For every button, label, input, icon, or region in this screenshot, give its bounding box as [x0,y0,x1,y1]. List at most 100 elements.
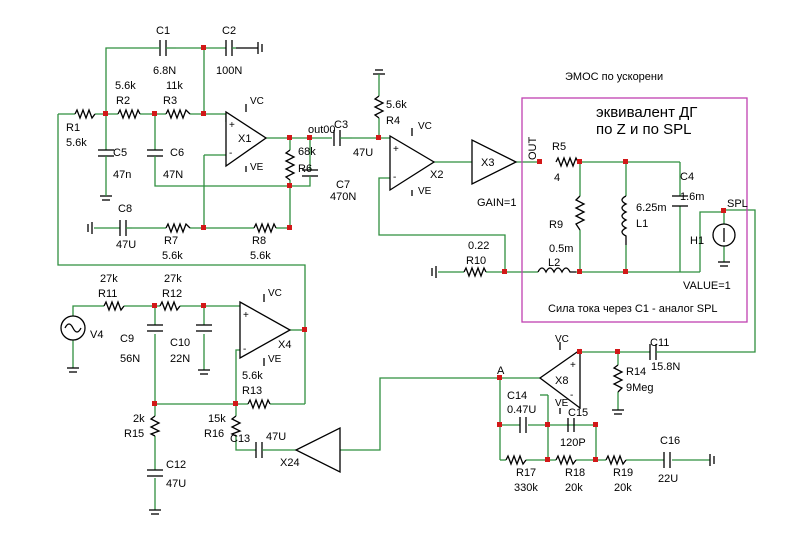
label-R14-value: 9Meg [626,382,654,394]
label-R7-name: R7 [164,235,178,247]
label-R4-value: 5.6k [386,99,407,111]
capacitor-C2-symbol [225,40,236,56]
opamp-X1-symbol [225,110,268,168]
label-R11-value: 27k [100,273,118,285]
resistor-R3-symbol [165,108,191,120]
label-R15-name: R15 [124,428,144,440]
pin-minus: - [243,344,246,355]
label-C6-value: 47N [163,169,183,181]
pin-plus: + [570,360,576,371]
net-out: OUT [527,137,539,161]
ground-symbol [709,454,715,466]
buffer-X24-symbol [294,426,341,474]
ground-symbol [431,266,437,278]
pin-ve: VE [418,186,432,197]
label-R4-name: R4 [386,115,400,127]
label-X24-name: X24 [280,457,300,469]
resistor-R6-symbol [284,149,296,181]
label-R12-name: R12 [162,288,182,300]
resistor-R9-symbol [574,195,586,231]
note-equivalent-line1: эквивалент ДГ [596,104,697,121]
label-X3-value: GAIN=1 [477,197,516,209]
label-R11-name: R11 [98,288,117,300]
resistor-R15-symbol [149,415,161,437]
label-L1-value: 6.25m [636,202,667,214]
label-C11-name: C11 [650,337,669,349]
pin-ve: VE [250,162,264,173]
buffer-X3-symbol [471,138,518,186]
label-R18-name: R18 [565,467,585,479]
resistor-symbols [74,95,627,466]
resistor-R18-symbol [555,454,577,466]
pin-plus: + [393,144,399,155]
resistor-R7-symbol [165,222,191,234]
label-R2-name: R2 [116,95,130,107]
capacitor-C11-symbol [649,344,674,360]
label-R3-value: 11k [166,80,183,92]
ground-symbol [612,409,624,415]
label-C12-name: C12 [166,459,186,471]
label-C8-value: 47U [116,239,136,251]
label-C12-value: 47U [166,478,186,490]
label-R1-name: R1 [66,122,80,134]
resistor-R19-symbol [605,454,627,466]
resistor-R4-symbol [373,95,385,119]
resistor-R1-symbol [74,108,96,120]
label-C9-name: C9 [120,333,134,345]
label-C16-value: 22U [658,473,678,485]
label-C10-value: 22N [170,353,190,365]
label-R16-name: R16 [204,428,224,440]
ground-symbol [718,261,730,267]
inductor-L2-symbol [537,267,576,274]
resistor-R8-symbol [253,222,277,234]
net-out00: out00 [308,124,336,136]
inductor-symbols [537,195,628,274]
label-R1-value: 5.6k [66,137,87,149]
label-R17-name: R17 [516,467,536,479]
label-C16-name: C16 [660,435,680,447]
label-R9-value: 0.5m [549,243,573,255]
pin-vc: VC [268,288,282,299]
resistor-R14-symbol [612,364,624,393]
label-R13-value: 5.6k [242,370,263,382]
label-L1-name: L1 [636,218,648,230]
label-C9-value: 56N [120,353,140,365]
label-R15-value: 2k [133,413,145,425]
label-R19-name: R19 [613,467,633,479]
label-R17-value: 330k [514,482,538,494]
capacitor-C16-symbol [663,452,671,468]
pin-plus: + [243,310,249,321]
resistor-R17-symbol [505,454,527,466]
label-C6-name: C6 [170,147,184,159]
label-C1-value: 6.8N [153,65,176,77]
label-C7-value: 470N [330,191,356,203]
label-C15-value: 120P [560,437,586,449]
capacitor-C9-symbol [147,324,163,332]
label-C14-name: C14 [507,390,527,402]
label-R6-value: 68k [298,146,316,158]
resistor-R2-symbol [117,108,141,120]
ground-symbol [198,369,210,375]
source-symbols [60,223,736,341]
note-equivalent-line2: по Z и по SPL [596,121,692,138]
ground-symbol [100,166,112,201]
pin-ve: VE [555,398,569,409]
label-C15-name: C15 [568,407,588,419]
ground-symbol [67,367,79,373]
inductor-L1-symbol [621,195,628,245]
ground-symbol [87,222,93,234]
label-R5-name: R5 [552,141,566,153]
pin-minus: - [229,148,232,159]
ground-symbol [149,509,161,515]
label-C10-name: C10 [170,337,190,349]
capacitor-C8-symbol [119,220,132,236]
label-R18-value: 20k [565,482,583,494]
ground-symbol [236,42,263,54]
capacitor-C5-symbol [98,149,114,166]
label-C3-value: 47U [353,147,373,159]
resistor-R5-symbol [555,156,579,168]
label-R2-value: 5.6k [115,80,136,92]
pin-minus: - [393,172,396,183]
pin-vc: VC [250,96,264,107]
